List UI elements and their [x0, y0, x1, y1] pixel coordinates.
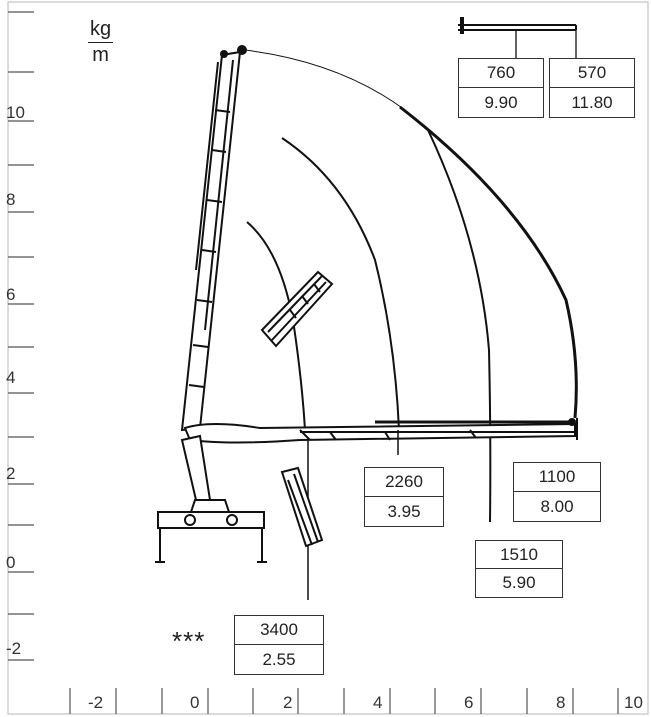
radius-value: 9.90: [484, 92, 518, 112]
radius-value: 2.55: [262, 649, 296, 669]
load-box-1100: 1100 8.00: [513, 462, 601, 522]
load-value: 760: [459, 59, 543, 88]
load-box-3400: 3400 2.55: [234, 615, 324, 675]
y-label-0: 0: [6, 553, 16, 572]
crane-base: [155, 434, 267, 563]
radius-value: 8.00: [540, 496, 574, 516]
load-box-1510: 1510 5.90: [475, 540, 563, 598]
y-axis-ticks: [8, 11, 34, 661]
radius-value: 5.90: [502, 573, 536, 592]
x-axis-ticks: [69, 688, 619, 714]
y-label-minus-2: -2: [6, 639, 22, 658]
y-label-6: 6: [6, 285, 16, 304]
unit-denominator: m: [92, 44, 109, 66]
radius-value: 11.80: [571, 92, 613, 112]
reach-curves: [244, 49, 578, 523]
note-marker: ***: [172, 626, 206, 656]
x-label-8: 8: [556, 693, 566, 712]
crane-column: [180, 45, 247, 432]
y-label-2: 2: [6, 464, 16, 483]
x-label-6: 6: [464, 693, 474, 712]
unit-label: kg m: [88, 18, 114, 67]
load-box-570: 570 11.80: [549, 58, 635, 118]
load-value: 1510: [476, 541, 562, 569]
crane-icon-small: [458, 17, 577, 58]
load-value: 570: [550, 59, 634, 88]
x-label-10: 10: [624, 693, 643, 712]
load-value: 2260: [365, 468, 443, 497]
x-label-minus-2: -2: [88, 693, 104, 712]
load-box-2260: 2260 3.95: [364, 467, 444, 527]
load-value: 1100: [514, 463, 600, 492]
load-box-760: 760 9.90: [458, 58, 544, 118]
y-label-4: 4: [6, 368, 16, 387]
y-label-8: 8: [6, 190, 16, 209]
x-label-4: 4: [373, 693, 383, 712]
crane-boom-lower: [280, 466, 324, 548]
reach-curve-8m: [427, 129, 492, 523]
reach-curve-6m: [281, 137, 400, 431]
unit-numerator: kg: [88, 18, 114, 43]
reach-curve-outer: [399, 105, 578, 419]
crane-boom-tilted: [260, 270, 334, 348]
reach-curve-outer-thin: [244, 49, 406, 111]
x-label-2: 2: [283, 693, 293, 712]
crane-jib: [183, 418, 578, 444]
load-value: 3400: [235, 616, 323, 645]
radius-value: 3.95: [387, 501, 421, 521]
y-label-10: 10: [6, 103, 25, 122]
x-label-0: 0: [190, 693, 200, 712]
diagram-frame: [7, 1, 649, 715]
